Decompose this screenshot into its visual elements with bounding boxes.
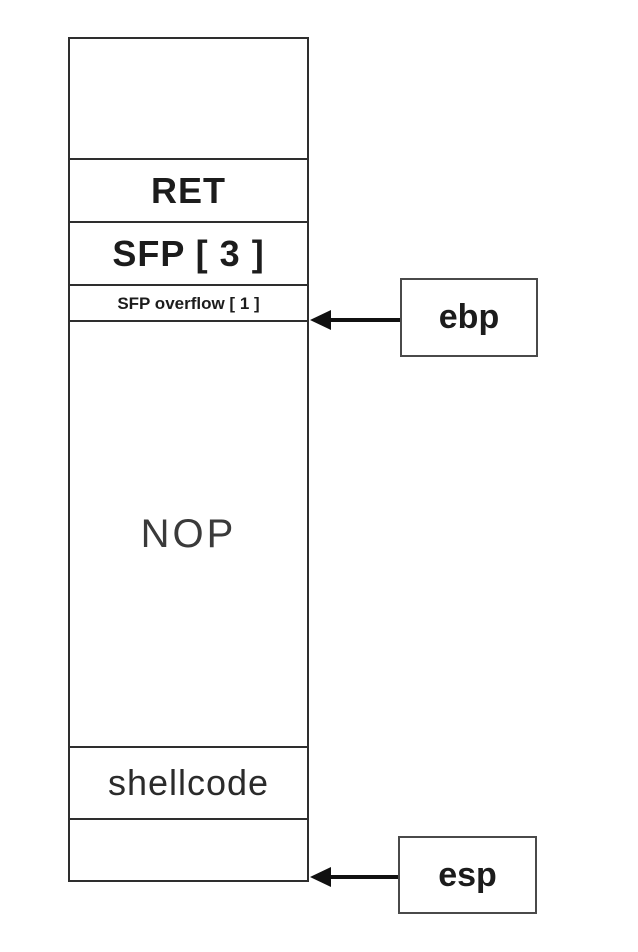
sfp-overflow-label: SFP overflow [ 1 ]	[117, 293, 260, 313]
esp-arrow-left-icon	[310, 867, 331, 887]
sfp-label: SFP [ 3 ]	[112, 232, 265, 274]
esp-label: esp	[438, 855, 497, 894]
ebp-register-box: ebp	[400, 278, 538, 357]
stack-segment-sfp: SFP [ 3 ]	[70, 223, 307, 286]
stack-segment-frame-top	[70, 39, 307, 160]
ebp-arrow-line	[329, 318, 400, 322]
esp-register-box: esp	[398, 836, 537, 914]
stack-segment-frame-bottom	[70, 820, 307, 880]
nop-label: NOP	[140, 512, 237, 556]
stack-segment-ret: RET	[70, 160, 307, 223]
shellcode-label: shellcode	[107, 762, 270, 803]
stack-segment-nop-sled: NOP	[70, 322, 307, 748]
stack-memory-column: RET SFP [ 3 ] SFP overflow [ 1 ] NOP she…	[68, 37, 309, 882]
stack-segment-shellcode: shellcode	[70, 748, 307, 820]
ebp-arrow-left-icon	[310, 310, 331, 330]
ebp-label: ebp	[438, 298, 500, 336]
stack-segment-sfp-overflow: SFP overflow [ 1 ]	[70, 286, 307, 322]
ret-label: RET	[151, 169, 226, 211]
esp-arrow-line	[329, 875, 398, 879]
